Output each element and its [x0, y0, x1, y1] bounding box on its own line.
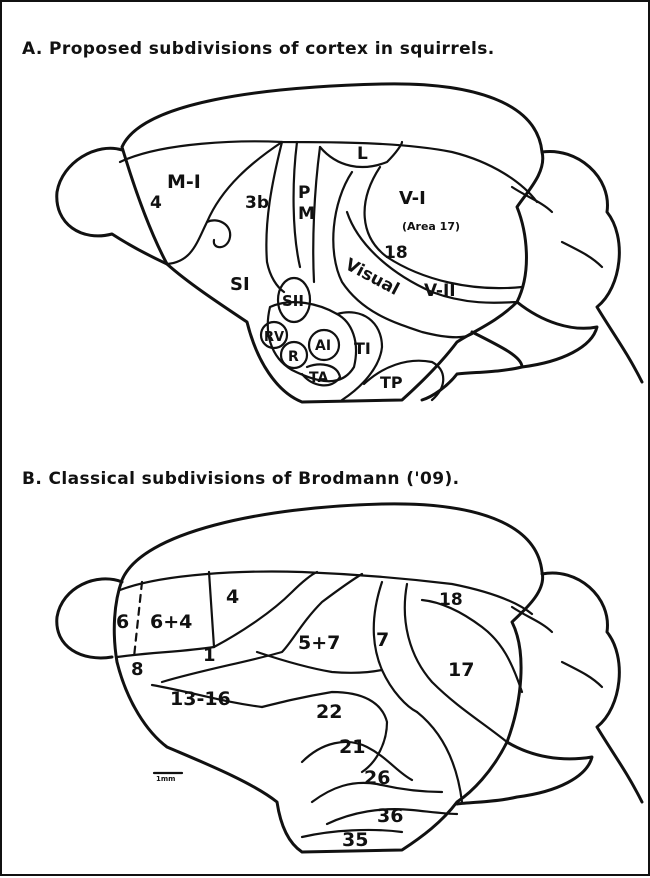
- panel-b-medial-wall: [120, 572, 532, 614]
- panel-a-3b-curl: [207, 220, 230, 247]
- panel-b-area-8-line: [117, 647, 214, 657]
- label-b-4: 4: [226, 586, 239, 608]
- label-ti: TI: [354, 339, 371, 358]
- label-sii: SII: [282, 292, 304, 310]
- label-ta: TA: [309, 370, 328, 386]
- label-b-18: 18: [439, 590, 463, 610]
- label-b-5-7: 5+7: [298, 632, 340, 654]
- label-v2: V-II: [424, 281, 456, 301]
- label-b-22: 22: [316, 701, 342, 723]
- panel-a-cerebellum-fissure-2: [562, 242, 602, 267]
- label-area-4: 4: [150, 193, 162, 213]
- label-b-1: 1: [203, 645, 216, 666]
- label-l: L: [357, 144, 368, 164]
- label-ai: AI: [315, 338, 331, 354]
- panel-b-cerebellum: [457, 573, 642, 804]
- label-pm-m: M: [298, 204, 315, 224]
- panel-b-area-5-7-boundary: [257, 652, 382, 673]
- panel-b-olfactory-bulb: [57, 579, 122, 658]
- panel-b-cerebellum-fissure-2: [562, 662, 602, 687]
- panel-a-brain: M-I 4 3b P M L V-I (Area 17) 18 Visual V…: [57, 84, 642, 402]
- label-tp: TP: [380, 373, 403, 392]
- label-b-36: 36: [377, 805, 403, 827]
- label-pm-p: P: [298, 183, 310, 203]
- label-b-8: 8: [131, 659, 144, 680]
- label-b-26: 26: [364, 767, 390, 789]
- panel-b-brain: 1mm 6 6+4 4 8 1 5+7 7 18 17 13-16 22 21 …: [57, 504, 642, 852]
- label-3b: 3b: [245, 193, 269, 213]
- panel-b-area-6-4-divider: [209, 572, 214, 647]
- label-area-18: 18: [384, 243, 408, 263]
- panel-b-area-17-lower: [417, 712, 462, 802]
- panel-b-area-6-divider: [134, 582, 142, 657]
- label-v1: V-I: [399, 188, 426, 209]
- panel-b-cerebellum-fissure-1: [512, 607, 552, 632]
- label-si: SI: [230, 274, 250, 295]
- label-b-17: 17: [448, 659, 474, 681]
- label-r: R: [288, 349, 299, 365]
- label-m1: M-I: [167, 171, 201, 193]
- label-b-13-16: 13-16: [170, 688, 231, 710]
- panel-a-3b-boundary: [266, 142, 284, 292]
- label-b-7: 7: [376, 629, 389, 651]
- label-b-21: 21: [339, 736, 365, 758]
- label-v1-area-17: (Area 17): [402, 220, 460, 233]
- label-b-6: 6: [116, 611, 129, 633]
- label-b-35: 35: [342, 829, 368, 851]
- label-rv: RV: [264, 330, 284, 345]
- scale-bar-label: 1mm: [156, 775, 175, 783]
- label-b-6-4: 6+4: [150, 611, 192, 633]
